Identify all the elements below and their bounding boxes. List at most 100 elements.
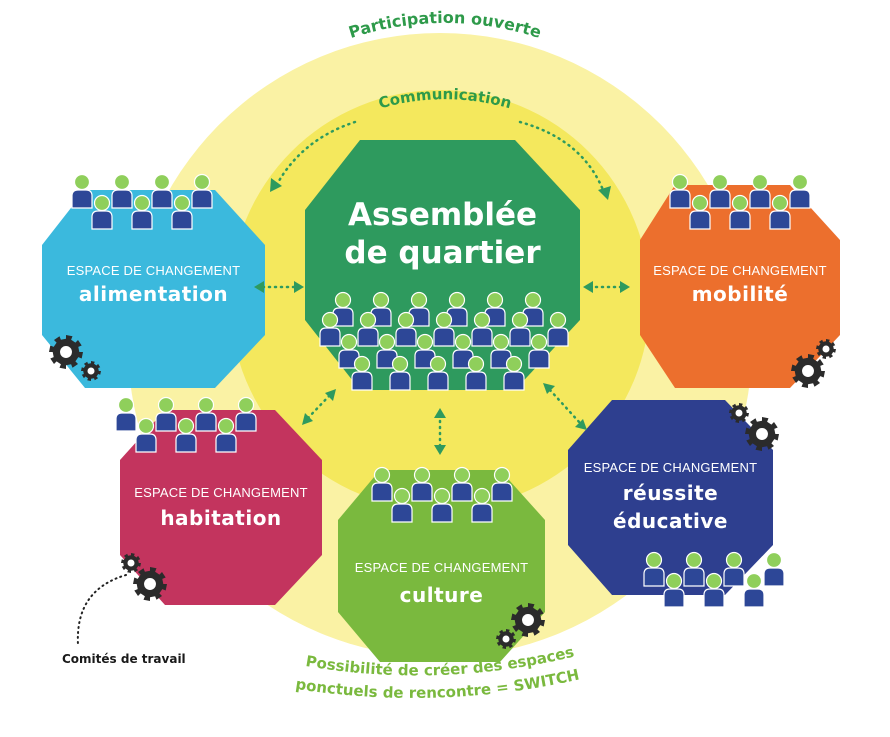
person-icon xyxy=(71,173,93,209)
espace-culture-label: ESPACE DE CHANGEMENT culture xyxy=(338,560,545,607)
person-icon xyxy=(763,551,785,587)
person-icon xyxy=(391,487,413,523)
person-icon xyxy=(663,572,685,608)
espace-mobilite-label: ESPACE DE CHANGEMENT mobilité xyxy=(640,263,840,306)
person-icon xyxy=(91,194,113,230)
espace-name: alimentation xyxy=(78,282,229,306)
person-icon xyxy=(411,466,433,502)
person-icon xyxy=(669,173,691,209)
person-icon xyxy=(370,291,392,327)
center-assembly-box xyxy=(305,140,580,390)
person-icon xyxy=(749,173,771,209)
person-icon xyxy=(528,333,550,369)
espace-culture-box xyxy=(338,470,545,662)
espace-mobilite-box xyxy=(640,185,840,388)
espace-reussite-label: ESPACE DE CHANGEMENT réussite éducative xyxy=(568,460,773,533)
person-icon xyxy=(171,194,193,230)
person-icon xyxy=(709,173,731,209)
gear-icon xyxy=(133,567,167,601)
person-icon xyxy=(427,355,449,391)
person-icon xyxy=(371,466,393,502)
arrowhead xyxy=(270,178,282,192)
person-icon xyxy=(191,173,213,209)
center-title-line1: Assemblée xyxy=(347,197,538,233)
comites-connector xyxy=(76,574,127,646)
comites-label: Comités de travail xyxy=(62,652,186,666)
person-icon xyxy=(115,396,137,432)
person-icon xyxy=(175,417,197,453)
person-icon xyxy=(723,551,745,587)
gear-icon xyxy=(816,339,836,359)
espace-prefix: ESPACE DE CHANGEMENT xyxy=(66,263,241,278)
espace-habitation-label: ESPACE DE CHANGEMENT habitation xyxy=(120,485,322,530)
person-icon xyxy=(643,551,665,587)
communication-arc-right xyxy=(518,120,607,197)
person-icon xyxy=(135,417,157,453)
person-icon xyxy=(465,355,487,391)
person-icon xyxy=(689,194,711,230)
espace-name-line1: réussite xyxy=(622,481,719,505)
espace-name: culture xyxy=(399,583,484,607)
espace-prefix: ESPACE DE CHANGEMENT xyxy=(583,460,758,475)
person-icon xyxy=(395,311,417,347)
person-icon xyxy=(155,396,177,432)
people-groups xyxy=(71,173,811,608)
person-icon xyxy=(451,466,473,502)
person-icon xyxy=(151,173,173,209)
person-icon xyxy=(389,355,411,391)
link-arrowheads xyxy=(254,281,630,455)
espace-habitation-box xyxy=(120,410,322,605)
gear-icon xyxy=(729,403,749,423)
link-arrows xyxy=(261,285,624,450)
espace-name-line2: éducative xyxy=(613,509,728,533)
espace-alimentation-label: ESPACE DE CHANGEMENT alimentation xyxy=(42,263,265,306)
espace-name: mobilité xyxy=(691,282,789,306)
espace-prefix: ESPACE DE CHANGEMENT xyxy=(354,560,529,575)
person-icon xyxy=(452,333,474,369)
communication-arc-left xyxy=(273,120,357,190)
person-icon xyxy=(503,355,525,391)
gear-icon xyxy=(791,354,825,388)
person-icon xyxy=(491,466,513,502)
gear-icon xyxy=(121,553,141,573)
espace-alimentation-box xyxy=(42,190,265,388)
person-icon xyxy=(471,311,493,347)
center-title-line2: de quartier xyxy=(344,235,541,271)
gears xyxy=(49,335,836,649)
person-icon xyxy=(351,355,373,391)
arrowhead xyxy=(598,186,611,200)
espace-name: habitation xyxy=(160,506,282,530)
person-icon xyxy=(235,396,257,432)
gear-icon xyxy=(511,603,545,637)
person-icon xyxy=(484,291,506,327)
person-icon xyxy=(131,194,153,230)
person-icon xyxy=(357,311,379,347)
person-icon xyxy=(683,551,705,587)
person-icon xyxy=(471,487,493,523)
gear-icon xyxy=(49,335,83,369)
gear-icon xyxy=(745,417,779,451)
person-icon xyxy=(769,194,791,230)
person-icon xyxy=(332,291,354,327)
person-icon xyxy=(789,173,811,209)
gear-icon xyxy=(81,361,101,381)
espace-reussite-box xyxy=(568,400,773,595)
person-icon xyxy=(446,291,468,327)
espace-prefix: ESPACE DE CHANGEMENT xyxy=(653,263,827,278)
person-icon xyxy=(433,311,455,347)
espace-prefix: ESPACE DE CHANGEMENT xyxy=(134,485,308,500)
person-icon xyxy=(195,396,217,432)
center-title: Assemblée de quartier xyxy=(305,196,580,272)
person-icon xyxy=(408,291,430,327)
person-icon xyxy=(509,311,531,347)
person-icon xyxy=(522,291,544,327)
person-icon xyxy=(431,487,453,523)
person-icon xyxy=(319,311,341,347)
person-icon xyxy=(743,572,765,608)
person-icon xyxy=(703,572,725,608)
gear-icon xyxy=(496,629,516,649)
person-icon xyxy=(215,417,237,453)
person-icon xyxy=(547,311,569,347)
person-icon xyxy=(729,194,751,230)
